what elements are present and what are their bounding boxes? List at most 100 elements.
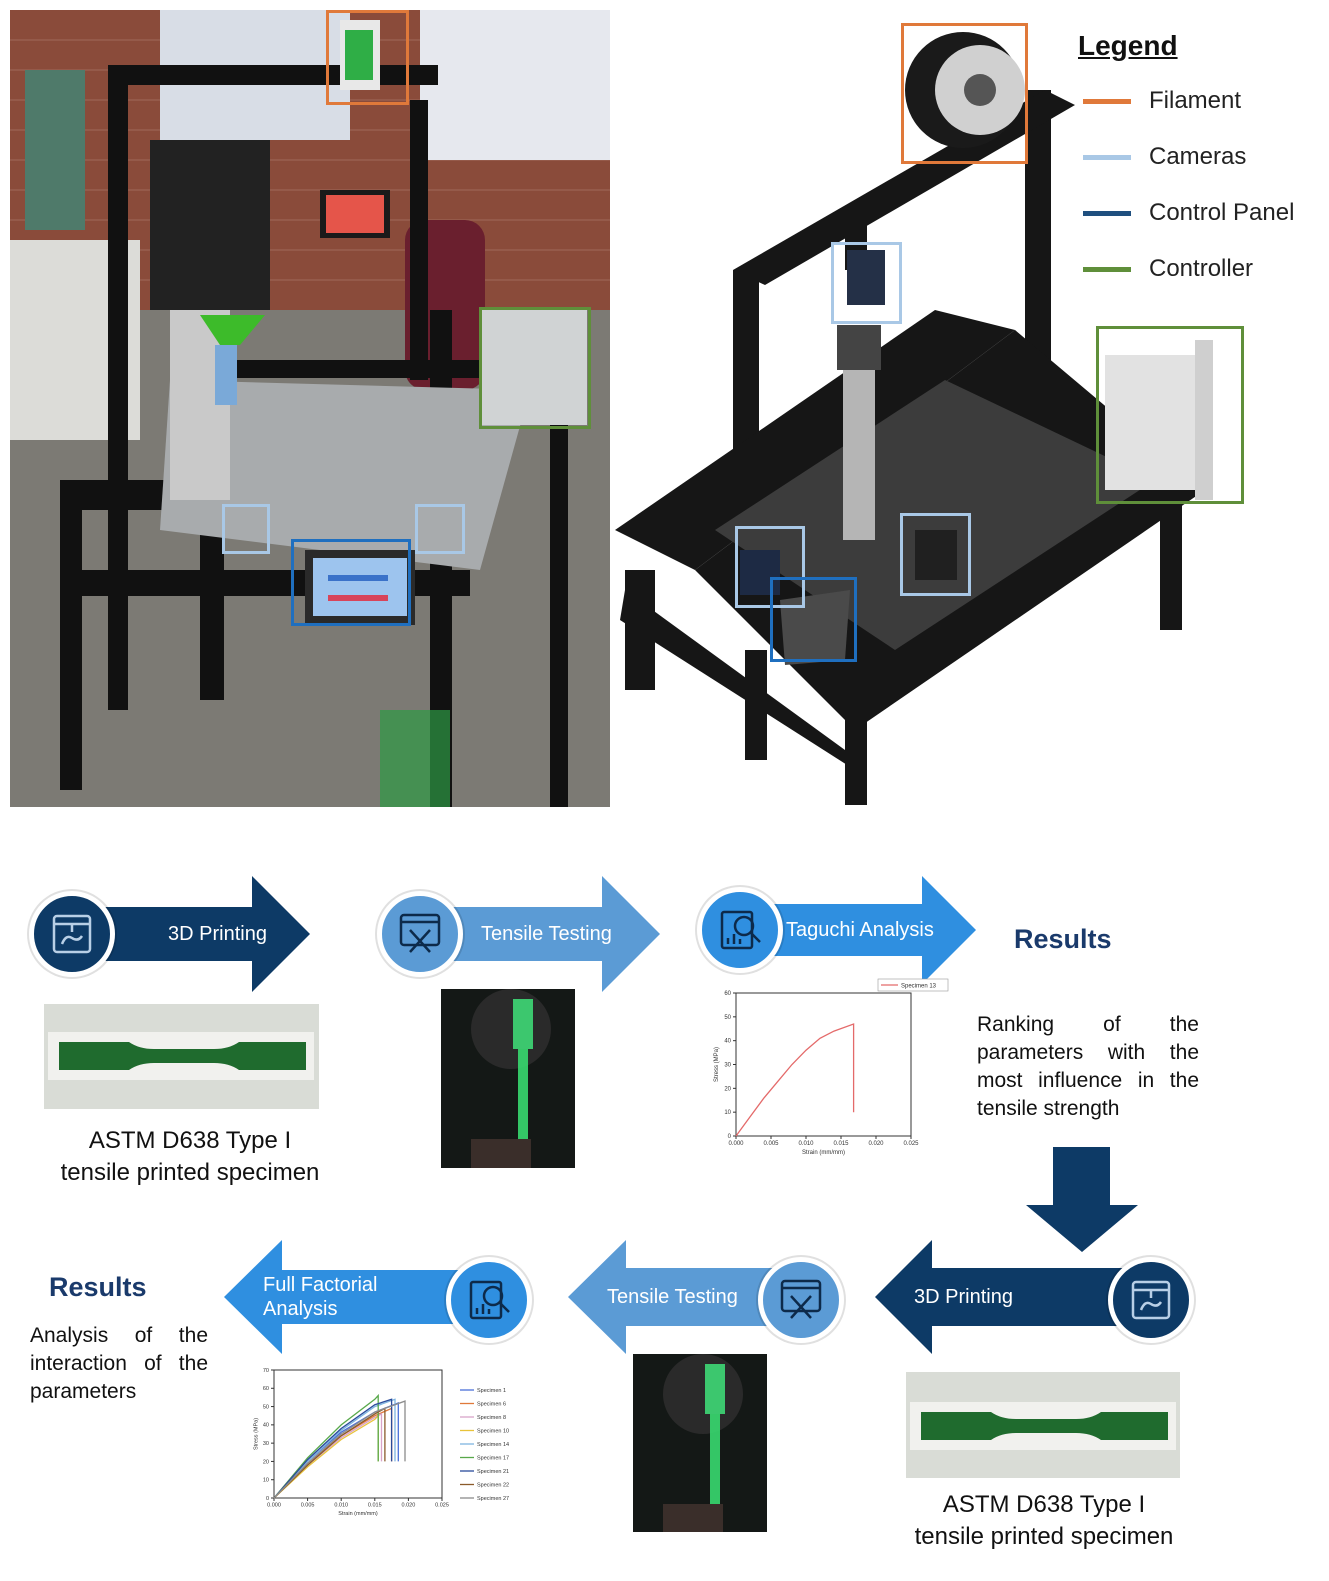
legend-entry: Specimen 17	[477, 1456, 509, 1462]
step-tensile-testing-bottom-label: Tensile Testing	[607, 1286, 738, 1308]
legend-box	[877, 978, 949, 992]
printer-icon	[1108, 1257, 1194, 1343]
x-tick-label: 0.020	[868, 1141, 884, 1147]
arrow-taguchi-top	[740, 876, 976, 984]
tensile-test-photo-top	[441, 989, 575, 1168]
y-tick-label: 10	[263, 1478, 269, 1484]
x-tick-label: 0.000	[728, 1141, 744, 1147]
legend-entry: Specimen 13	[901, 984, 937, 990]
step-tensile-testing-top-label: Tensile Testing	[481, 923, 612, 945]
caption-line: ASTM D638 Type I	[942, 1491, 1146, 1518]
legend-entry: Specimen 22	[477, 1483, 509, 1489]
arrow-3d-printing-bottom	[875, 1240, 1140, 1354]
cad-camera-box-top	[831, 242, 902, 324]
legend-label: Control Panel	[1149, 199, 1295, 226]
arrow-3d-printing-top	[75, 876, 310, 992]
series-line	[735, 1023, 855, 1137]
x-tick-label: 0.015	[368, 1503, 382, 1509]
legend-entry: Specimen 6	[477, 1402, 506, 1408]
legend-item-cameras: Cameras	[1083, 142, 1246, 172]
analysis-chart-icon	[697, 887, 783, 973]
step-full-factorial-label-1: Full Factorial	[263, 1274, 378, 1296]
legend-entry: Specimen 14	[477, 1442, 509, 1448]
step-3d-printing-top-label: 3D Printing	[168, 923, 267, 945]
x-tick-label: 0.025	[435, 1503, 449, 1509]
y-tick-label: 20	[263, 1459, 269, 1465]
arrow-tensile-testing-bottom	[568, 1240, 800, 1354]
printer-photo-illustration	[10, 10, 610, 807]
results-text-top: Ranking of the parameters with the most …	[977, 1013, 1199, 1120]
series-line	[273, 1398, 393, 1499]
y-tick-label: 40	[263, 1423, 269, 1429]
y-tick-label: 50	[724, 1015, 731, 1021]
legend-label: Cameras	[1149, 143, 1247, 170]
y-tick-label: 30	[263, 1441, 269, 1447]
series-line	[273, 1400, 406, 1499]
x-axis-label: Strain (mm/mm)	[802, 1150, 845, 1156]
step-taguchi-top-label: Taguchi Analysis	[786, 919, 934, 941]
specimen-caption-bottom: ASTM D638 Type I tensile printed specime…	[884, 1489, 1204, 1553]
legend-swatch-controller	[1083, 266, 1131, 272]
legend-entry: Specimen 1	[477, 1388, 506, 1394]
step-3d-printing-bottom-label: 3D Printing	[914, 1286, 1013, 1308]
cad-camera-box-right	[900, 513, 971, 596]
plot-frame	[273, 1369, 443, 1499]
legend-item-filament: Filament	[1083, 86, 1241, 116]
series-line	[273, 1393, 379, 1499]
cad-filament-box	[901, 23, 1028, 164]
arrow-down	[1026, 1147, 1138, 1252]
wrench-screwdriver-icon	[377, 891, 463, 977]
specimen-photo-top	[44, 1004, 319, 1109]
plot-frame	[735, 992, 912, 1137]
y-tick-label: 0	[728, 1134, 732, 1140]
x-tick-label: 0.010	[334, 1503, 348, 1509]
legend-swatch-control-panel	[1083, 210, 1131, 216]
printer-icon	[29, 891, 115, 977]
arrow-full-factorial-bottom	[224, 1240, 480, 1354]
specimen-caption-top: ASTM D638 Type I tensile printed specime…	[30, 1125, 350, 1189]
y-tick-label: 0	[266, 1496, 269, 1502]
caption-line: ASTM D638 Type I	[88, 1127, 292, 1154]
dogbone-specimen	[59, 1042, 306, 1070]
dogbone-specimen	[921, 1412, 1168, 1440]
results-text-bottom: Analysis of the interaction of the param…	[30, 1324, 208, 1403]
specimen-photo-bottom	[906, 1372, 1180, 1478]
photo-camera-box-right	[415, 504, 465, 554]
tensile-test-illustration	[633, 1354, 767, 1532]
y-axis-label: Stress (MPa)	[254, 1418, 260, 1450]
x-tick-label: 0.005	[763, 1141, 779, 1147]
series-line	[273, 1407, 386, 1499]
arrow-tensile-testing-top	[420, 876, 660, 992]
series-line	[273, 1398, 396, 1499]
legend-entry: Specimen 10	[477, 1429, 509, 1435]
step-full-factorial-label-2: Analysis	[263, 1298, 338, 1320]
results-title-bottom: Results	[49, 1272, 147, 1302]
analysis-chart-icon	[446, 1257, 532, 1343]
photo-filament-box	[326, 10, 409, 105]
y-tick-label: 50	[263, 1404, 269, 1410]
x-tick-label: 0.005	[301, 1503, 315, 1509]
tensile-test-photo-bottom	[633, 1354, 767, 1532]
photo-controller-box	[479, 307, 591, 429]
series-line	[273, 1412, 383, 1499]
y-axis-label: Stress (MPa)	[714, 1047, 720, 1082]
y-tick-label: 30	[724, 1063, 731, 1069]
legend-entry: Specimen 8	[477, 1415, 506, 1421]
cad-controller-box	[1096, 326, 1244, 504]
legend-entry: Specimen 21	[477, 1469, 509, 1475]
legend-swatch-cameras	[1083, 154, 1131, 160]
series-line	[273, 1407, 393, 1499]
x-tick-label: 0.025	[903, 1141, 919, 1147]
legend-entry: Specimen 27	[477, 1496, 509, 1502]
legend-item-controller: Controller	[1083, 254, 1253, 284]
y-tick-label: 70	[263, 1368, 269, 1374]
legend-item-control-panel: Control Panel	[1083, 198, 1294, 228]
legend-title: Legend	[1078, 30, 1178, 61]
results-title-top: Results	[1014, 924, 1112, 954]
legend-label: Filament	[1149, 87, 1242, 114]
wrench-screwdriver-icon	[758, 1257, 844, 1343]
photo-control-panel-box	[291, 539, 411, 626]
x-tick-label: 0.010	[798, 1141, 814, 1147]
